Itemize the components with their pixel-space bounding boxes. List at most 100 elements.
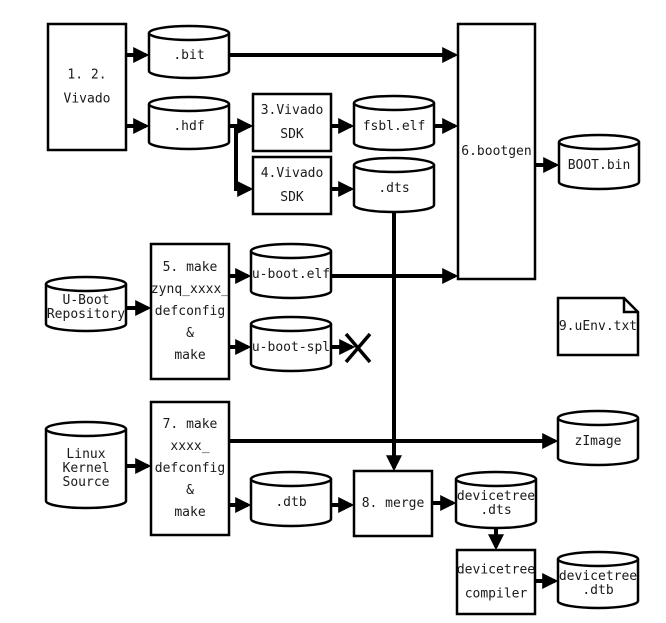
node-label: fsbl.elf bbox=[363, 119, 426, 134]
edges bbox=[126, 47, 560, 589]
cylinder-top bbox=[249, 315, 333, 333]
node-label: 3.Vivado bbox=[261, 103, 324, 118]
dtc-node: devicetree compiler bbox=[455, 548, 537, 616]
hdf-node: .hdf bbox=[147, 95, 231, 151]
process-box bbox=[149, 400, 231, 537]
node-label: SDK bbox=[280, 190, 304, 205]
vivado-node: 1. 2. Vivado bbox=[46, 22, 128, 152]
node-label: Vivado bbox=[64, 92, 111, 107]
node-label: u-boot-spl bbox=[252, 340, 330, 355]
dts-node: .dts bbox=[352, 156, 436, 214]
node-label: zynq_xxxx_ bbox=[151, 282, 229, 297]
dt-dts-node: devicetree.dts bbox=[454, 470, 538, 530]
node-label: .dtb bbox=[275, 495, 306, 510]
node-label: .dts bbox=[378, 181, 409, 196]
bootgen-node: 6.bootgen bbox=[456, 22, 537, 281]
document-shape bbox=[556, 296, 640, 357]
dtb-node: .dtb bbox=[249, 470, 333, 528]
process-box bbox=[251, 92, 333, 153]
merge-node: 8. merge bbox=[352, 469, 434, 538]
node-label: & bbox=[186, 326, 194, 341]
nodes: 1. 2.Vivado.bit.hdf3.VivadoSDK4.VivadoSD… bbox=[44, 22, 641, 616]
fsbl-node: fsbl.elf bbox=[352, 94, 436, 152]
cylinder-body bbox=[556, 418, 640, 467]
cylinder-top bbox=[556, 409, 640, 427]
node-label: Source bbox=[63, 475, 110, 490]
cylinder-body bbox=[147, 104, 231, 151]
bootbin-node: BOOT.bin bbox=[557, 133, 641, 191]
cylinder-top bbox=[557, 133, 641, 151]
node-label: 6.bootgen bbox=[461, 144, 531, 159]
cylinder-body bbox=[556, 559, 640, 610]
process-box bbox=[456, 22, 537, 281]
node-label: 1. 2. bbox=[67, 68, 106, 83]
node-label: 7. make bbox=[163, 417, 218, 432]
node-label: 9.uEnv.txt bbox=[559, 319, 637, 334]
process-box bbox=[46, 22, 128, 152]
node-label: U-Boot bbox=[63, 293, 110, 308]
node-label: devicetree bbox=[457, 563, 535, 578]
hdf-to-sdk4-arrow bbox=[234, 126, 254, 197]
cylinder-body bbox=[352, 103, 436, 152]
cylinder-top bbox=[147, 95, 231, 113]
discard-x-mark-icon bbox=[344, 332, 372, 364]
node-label: zImage bbox=[575, 434, 622, 449]
process-box bbox=[455, 548, 537, 616]
cylinder-top bbox=[44, 275, 128, 293]
cylinder-body bbox=[44, 429, 128, 510]
process-box bbox=[352, 469, 434, 538]
node-label: make bbox=[174, 505, 205, 520]
node-label: Linux bbox=[66, 447, 105, 462]
node-label: 5. make bbox=[163, 260, 218, 275]
cylinder-body bbox=[454, 479, 538, 530]
node-label: make bbox=[174, 348, 205, 363]
zimage-node: zImage bbox=[556, 409, 640, 467]
cylinder-body bbox=[557, 142, 641, 191]
node-label: defconfig bbox=[155, 304, 225, 319]
cylinder-top bbox=[352, 94, 436, 112]
node-label: u-boot.elf bbox=[252, 267, 330, 282]
cylinder-top bbox=[352, 156, 436, 174]
node-label: 4.Vivado bbox=[261, 166, 324, 181]
node-label: Repository bbox=[47, 307, 125, 322]
cylinder-top bbox=[147, 24, 231, 42]
cylinder-body bbox=[147, 33, 231, 80]
node-label: compiler bbox=[465, 587, 528, 602]
uenv-node: 9.uEnv.txt bbox=[556, 296, 640, 357]
process-box bbox=[251, 155, 333, 216]
cylinder-top bbox=[249, 242, 333, 260]
node-label: defconfig bbox=[155, 461, 225, 476]
node-label: devicetree bbox=[457, 489, 535, 504]
node-label: .dts bbox=[480, 503, 511, 518]
node-label: 8. merge bbox=[362, 496, 425, 511]
make5-node: 5. make zynq_xxxx_ defconfig & make bbox=[149, 242, 231, 381]
uboot-elf-node: u-boot.elf bbox=[249, 242, 333, 300]
node-label: SDK bbox=[280, 127, 304, 142]
cylinder-top bbox=[249, 470, 333, 488]
bit-node: .bit bbox=[147, 24, 231, 80]
cylinder-top bbox=[556, 550, 640, 568]
dt-dtb-node: devicetree.dtb bbox=[556, 550, 640, 610]
cylinder-body bbox=[352, 165, 436, 214]
cylinder-body bbox=[249, 479, 333, 528]
cylinder-top bbox=[44, 420, 128, 438]
node-label: Kernel bbox=[63, 461, 110, 476]
node-label: .dtb bbox=[582, 583, 613, 598]
cylinder-body bbox=[249, 324, 333, 373]
node-label: & bbox=[186, 483, 194, 498]
cylinder-body bbox=[249, 251, 333, 300]
node-label: .bit bbox=[173, 48, 204, 63]
make7-node: 7. make xxxx_ defconfig & make bbox=[149, 400, 231, 537]
node-label: xxxx_ bbox=[170, 439, 209, 454]
cylinder-body bbox=[44, 284, 128, 333]
uboot-spl-node: u-boot-spl bbox=[249, 315, 333, 373]
node-label: BOOT.bin bbox=[568, 158, 631, 173]
cylinder-top bbox=[454, 470, 538, 488]
process-box bbox=[149, 242, 231, 381]
node-label: .hdf bbox=[173, 119, 204, 134]
